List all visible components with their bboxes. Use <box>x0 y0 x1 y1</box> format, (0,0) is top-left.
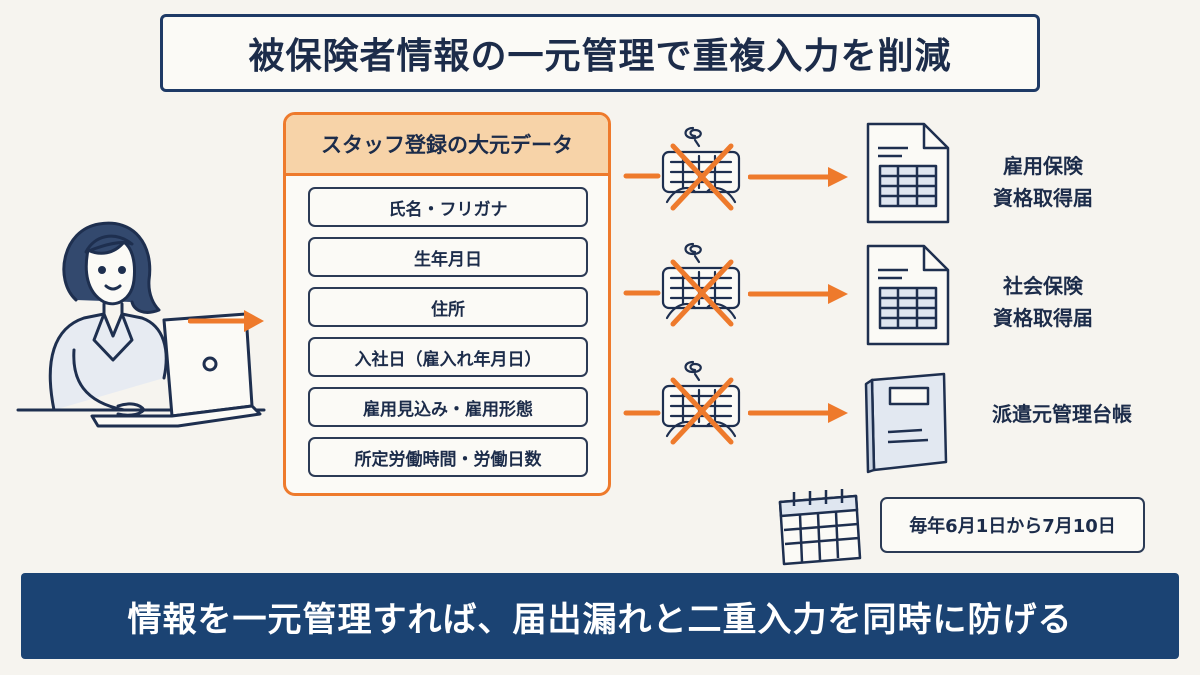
keyboard-crossed-icon <box>661 126 741 211</box>
date-note: 毎年6月1日から7月10日 <box>880 497 1145 553</box>
woman-with-laptop-icon <box>16 221 266 428</box>
field-birthdate: 生年月日 <box>308 237 588 277</box>
keyboard-crossed-icon <box>661 242 741 327</box>
calendar-icon <box>778 489 862 566</box>
field-working-hours: 所定労働時間・労働日数 <box>308 437 588 477</box>
master-data-box: スタッフ登録の大元データ 氏名・フリガナ 生年月日 住所 入社日（雇入れ年月日）… <box>283 112 611 496</box>
target-label-employment-insurance: 雇用保険 資格取得届 <box>993 154 1093 210</box>
target-label-dispatch-ledger: 派遣元管理台帳 <box>992 402 1132 426</box>
summary-text: 情報を一元管理すれば、届出漏れと二重入力を同時に防げる <box>127 599 1073 640</box>
document-form-icon <box>866 244 950 346</box>
master-data-header: スタッフ登録の大元データ <box>286 115 608 176</box>
page-title: 被保険者情報の一元管理で重複入力を削減 <box>248 36 952 77</box>
master-data-title: スタッフ登録の大元データ <box>321 133 573 157</box>
arrow-row1 <box>748 167 848 187</box>
arrow-to-master <box>188 310 264 332</box>
title-box: 被保険者情報の一元管理で重複入力を削減 <box>160 14 1040 92</box>
keyboard-crossed-icon <box>661 360 741 445</box>
field-address: 住所 <box>308 287 588 327</box>
document-form-icon <box>866 122 950 224</box>
dash-arrow-row2 <box>623 290 661 296</box>
field-employment-type: 雇用見込み・雇用形態 <box>308 387 588 427</box>
summary-banner: 情報を一元管理すれば、届出漏れと二重入力を同時に防げる <box>21 573 1179 659</box>
field-hire-date: 入社日（雇入れ年月日） <box>308 337 588 377</box>
field-name: 氏名・フリガナ <box>308 187 588 227</box>
arrow-row2 <box>748 284 848 304</box>
dash-arrow-row1 <box>623 173 661 179</box>
target-label-social-insurance: 社会保険 資格取得届 <box>993 274 1093 330</box>
ledger-book-icon <box>864 372 948 474</box>
arrow-row3 <box>748 403 848 423</box>
dash-arrow-row3 <box>623 410 661 416</box>
